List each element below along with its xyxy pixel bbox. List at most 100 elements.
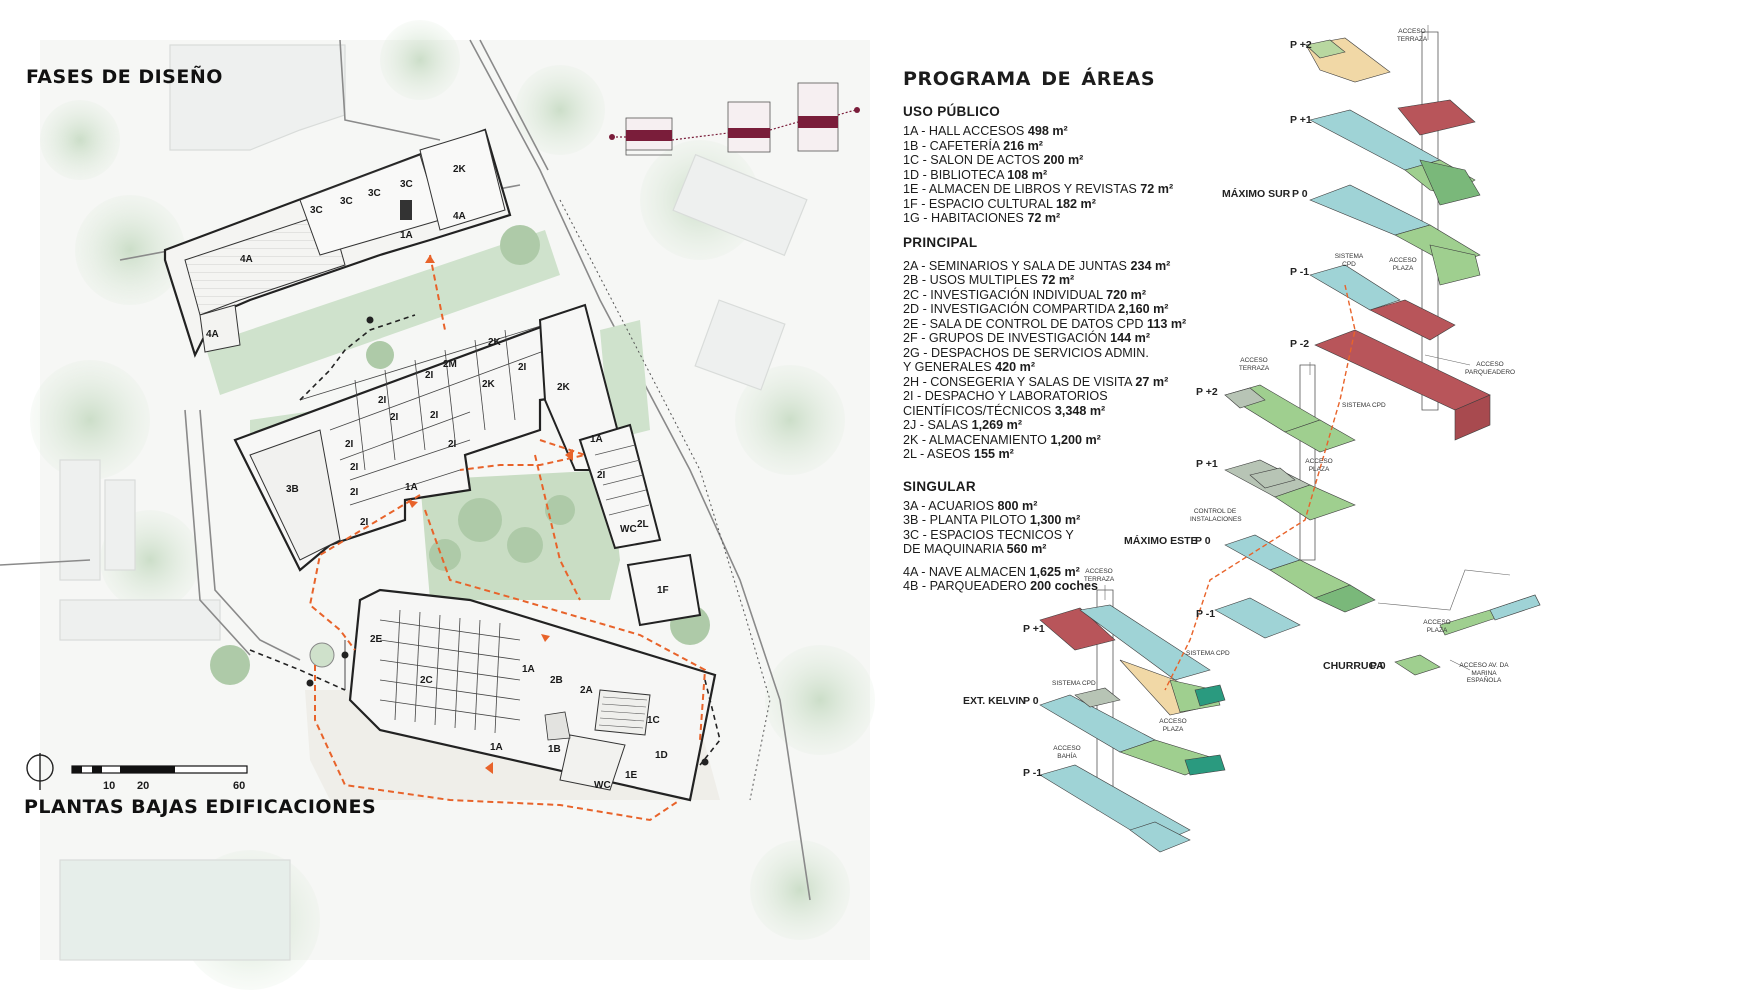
phases-title: FASES DE DISEÑO xyxy=(26,66,223,88)
stack-ext-kelvin xyxy=(1039,589,1226,853)
program-item: 2C - INVESTIGACIÓN INDIVIDUAL 720 m² xyxy=(903,287,1147,302)
program-list: 1A - HALL ACCESOS 498 m² 1B - CAFETERÍA … xyxy=(903,124,1203,226)
room-label: 1A xyxy=(522,664,535,675)
program-item: 1E - ALMACEN DE LIBROS Y REVISTAS 72 m² xyxy=(903,182,1174,196)
room-label: 2I xyxy=(345,439,354,450)
program-item: 3C - ESPACIOS TECNICOS Y xyxy=(903,527,1074,542)
section-principal: PRINCIPAL 2A - SEMINARIOS Y SALA DE JUNT… xyxy=(903,235,1203,462)
program-list: 3A - ACUARIOS 800 m² 3B - PLANTA PILOTO … xyxy=(903,499,1203,594)
section-heading: PRINCIPAL xyxy=(903,234,978,250)
section-heading: SINGULAR xyxy=(903,478,976,494)
room-label: 3C xyxy=(400,179,413,190)
program-item: 1B - CAFETERÍA 216 m² xyxy=(903,138,1043,153)
access-note: ACCESO TERRAZA xyxy=(1238,357,1270,372)
stack-maximo-sur xyxy=(1305,31,1491,441)
access-note: ACCESO PLAZA xyxy=(1305,458,1333,473)
site-boundary xyxy=(559,199,771,801)
room-label: WC xyxy=(594,780,611,791)
room-label: 4A xyxy=(453,211,466,222)
roundabout xyxy=(309,642,335,668)
program-item: 2E - SALA DE CONTROL DE DATOS CPD 113 m² xyxy=(903,316,1187,331)
route-nodes xyxy=(306,316,709,766)
room-label: 2K xyxy=(453,164,467,175)
level-label: P +1 xyxy=(1196,458,1218,470)
building-name: MÁXIMO ESTE xyxy=(1124,535,1198,547)
room-label: 1B xyxy=(548,744,561,755)
section-singular: SINGULAR 3A - ACUARIOS 800 m² 3B - PLANT… xyxy=(903,479,1203,594)
access-note: CONTROL DE INSTALACIONES xyxy=(1190,508,1242,523)
cpd-connector xyxy=(1164,284,1356,691)
program-item: 2B - USOS MULTIPLES 72 m² xyxy=(903,273,1075,287)
access-note: SISTEMA CPD xyxy=(1052,680,1096,687)
building-name: MÁXIMO SUR xyxy=(1222,188,1291,200)
scale-label: 20 xyxy=(137,780,150,792)
level-label: P 0 xyxy=(1195,535,1211,547)
pedestrian-route xyxy=(308,254,707,822)
access-note: ACCESO BAHÍA xyxy=(1053,745,1081,760)
level-label: P -1 xyxy=(1196,608,1216,620)
vehicle-route xyxy=(249,314,721,766)
room-label: 2C xyxy=(420,675,433,686)
room-label: 1E xyxy=(625,770,638,781)
program-item: 1C - SALON DE ACTOS 200 m² xyxy=(903,153,1084,167)
access-note: ACCESO PLAZA xyxy=(1423,619,1451,634)
room-label: 2I xyxy=(350,487,359,498)
program-item: 2L - ASEOS 155 m² xyxy=(903,447,1014,461)
room-label: 3B xyxy=(286,484,299,495)
context-buildings xyxy=(59,44,808,961)
room-label: 3C xyxy=(340,196,353,207)
route-arrows xyxy=(408,255,573,774)
access-note: SISTEMA CPD xyxy=(1334,253,1364,268)
building-north xyxy=(163,128,512,358)
level-label: P -1 xyxy=(1023,767,1043,779)
site-plan-panel: 1A 1A 1A 1A 1A 1B 1C 1D 1E 1F 2A 2B 2C 2… xyxy=(0,20,875,990)
level-label: P 0 xyxy=(1023,695,1039,707)
building-south xyxy=(348,588,717,802)
room-label: 2E xyxy=(370,634,383,645)
room-label: 2I xyxy=(518,362,527,373)
level-label: P +2 xyxy=(1290,39,1312,51)
room-label: 2I xyxy=(448,439,457,450)
program-item: DE MAQUINARIA 560 m² xyxy=(903,542,1047,556)
level-label: P 0 xyxy=(1370,660,1386,672)
program-title: PROGRAMA DE ÁREAS xyxy=(903,68,1156,90)
section-heading: USO PÚBLICO xyxy=(903,104,1001,119)
room-label: 2B xyxy=(550,675,563,686)
section-public: USO PÚBLICO 1A - HALL ACCESOS 498 m² 1B … xyxy=(903,104,1203,226)
level-label: P -2 xyxy=(1290,338,1310,350)
program-item: Y GENERALES 420 m² xyxy=(903,360,1036,374)
program-item: 2G - DESPACHOS DE SERVICIOS ADMIN. xyxy=(903,345,1149,360)
building-1f xyxy=(626,553,702,627)
level-label: P +1 xyxy=(1023,623,1045,635)
room-label: 2L xyxy=(637,519,649,530)
program-item: 2I - DESPACHO Y LABORATORIOS xyxy=(903,389,1108,403)
north-arrow-icon xyxy=(26,753,54,790)
room-labels: 1A 1A 1A 1A 1A 1B 1C 1D 1E 1F 2A 2B 2C 2… xyxy=(206,164,669,791)
room-label: 2K xyxy=(557,382,571,393)
room-label: 1F xyxy=(657,585,669,596)
room-label: 2K xyxy=(488,337,502,348)
program-item: 3B - PLANTA PILOTO 1,300 m² xyxy=(903,513,1081,527)
access-lines xyxy=(1104,25,1511,671)
level-label: P +1 xyxy=(1290,114,1312,126)
program-item: 4B - PARQUEADERO 200 coches xyxy=(903,579,1099,593)
access-note: ACCESO TERRAZA xyxy=(1396,28,1428,43)
axonometric-drawing xyxy=(1039,25,1541,853)
program-item: 3A - ACUARIOS 800 m² xyxy=(903,498,1038,513)
program-item: 1D - BIBLIOTECA 108 m² xyxy=(903,167,1048,182)
program-item: 1A - HALL ACCESOS 498 m² xyxy=(903,124,1068,138)
site-plan-drawing: 1A 1A 1A 1A 1A 1B 1C 1D 1E 1F 2A 2B 2C 2… xyxy=(0,20,875,990)
access-note: SISTEMA CPD xyxy=(1342,402,1386,409)
room-label: WC xyxy=(620,524,637,535)
room-label: 2I xyxy=(360,517,369,528)
room-label: 1A xyxy=(405,482,418,493)
stack-maximo-este xyxy=(1214,364,1541,676)
program-list: 2A - SEMINARIOS Y SALA DE JUNTAS 234 m² … xyxy=(903,259,1203,462)
building-name: CHURRUCA xyxy=(1323,660,1384,672)
scale-label: 10 xyxy=(103,780,116,792)
room-label: 1D xyxy=(655,750,668,761)
program-item: 4A - NAVE ALMACEN 1,625 m² xyxy=(903,564,1080,579)
axonometric-panel: P +2 P +1 MÁXIMO SUR P 0 P -1 P -2 ACCES… xyxy=(963,0,1760,990)
scale-bar xyxy=(71,765,248,774)
room-label: 1C xyxy=(647,715,660,726)
